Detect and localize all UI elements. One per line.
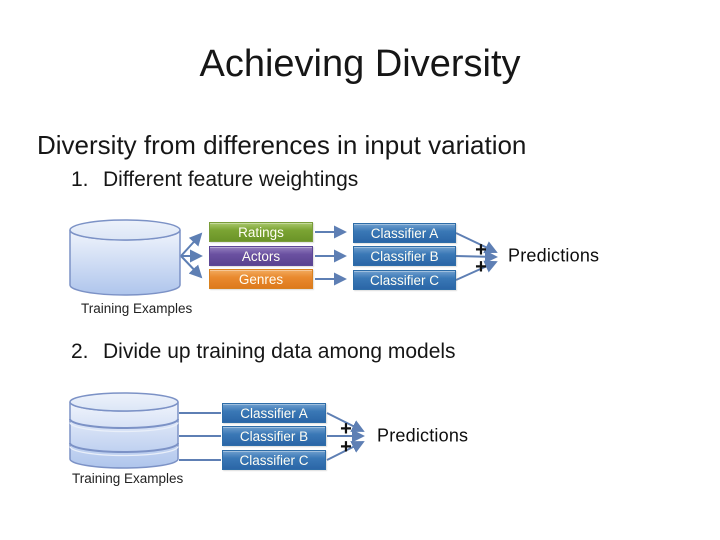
predictions-label: Predictions [508,245,600,266]
list-item-1-text: Different feature weightings [103,168,359,191]
partitioned-database-cylinder-icon [69,392,179,469]
classifier-b-box-2: Classifier B [222,426,326,446]
feature-box-ratings: Ratings [209,222,313,242]
plus-symbol: + [475,256,487,278]
partition-to-classifier-lines [179,412,221,461]
fan-arrows [180,232,203,279]
feature-box-genres: Genres [209,269,313,289]
slide-title: Achieving Diversity [199,43,521,85]
training-examples-label: Training Examples [81,301,193,316]
training-examples-label-2: Training Examples [72,471,184,486]
list-item-1-number: 1. [71,168,89,191]
classifier-c-box: Classifier C [353,270,456,290]
classifier-c-box-2: Classifier C [222,450,326,470]
slide-subtitle: Diversity from differences in input vari… [37,130,527,160]
list-item-2: 2. Divide up training data among models [71,339,456,364]
classifier-a-box-2: Classifier A [222,403,326,423]
feature-to-classifier-arrows [315,225,347,286]
list-item-2-text: Divide up training data among models [103,340,456,363]
plus-symbol: + [340,436,352,458]
feature-box-actors: Actors [209,246,313,266]
database-cylinder-icon [69,219,181,296]
plus-symbol: + [340,418,352,440]
predictions-label-2: Predictions [377,425,469,446]
classifier-b-box: Classifier B [353,246,456,266]
list-item-2-number: 2. [71,340,89,363]
list-item-1: 1. Different feature weightings [71,167,358,192]
classifier-a-box: Classifier A [353,223,456,243]
plus-symbol: + [475,239,487,261]
